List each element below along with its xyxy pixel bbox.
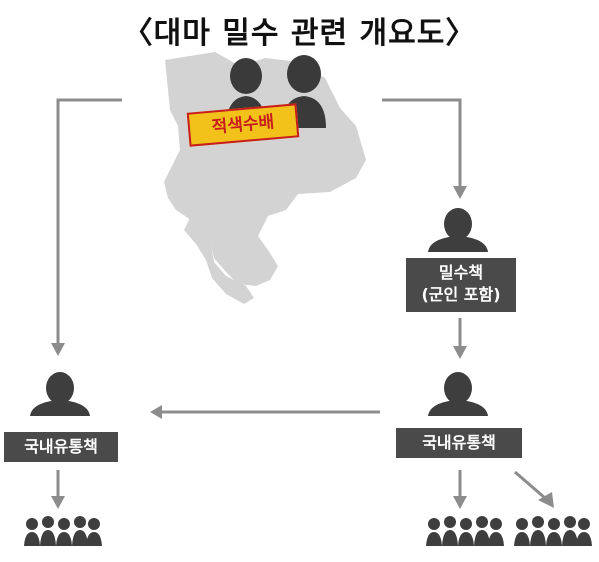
person-icon <box>30 372 90 416</box>
arrow-icon <box>382 98 462 188</box>
diagram-title: 〈대마 밀수 관련 개요도〉 <box>122 16 477 51</box>
map-icon <box>164 52 366 304</box>
arrow-icon <box>56 98 122 345</box>
group-icon <box>24 516 102 546</box>
smuggler-label-line2: (군인 포함) <box>421 285 501 304</box>
arrow-icon <box>453 496 467 509</box>
arrow-icon <box>453 346 467 359</box>
arrow-icon <box>51 496 65 509</box>
arrow-icon <box>453 186 467 199</box>
group-icon <box>426 516 504 546</box>
right-distributor-label: 국내유통책 <box>396 428 522 458</box>
smuggler-label: 밀수책 (군인 포함) <box>406 258 516 312</box>
smuggler-label-line1: 밀수책 <box>438 263 484 282</box>
arrow-icon <box>538 492 554 508</box>
person-icon <box>428 372 488 416</box>
arrow-icon <box>514 470 546 500</box>
arrow-icon <box>51 343 65 356</box>
arrow-icon <box>150 405 162 419</box>
left-distributor-label: 국내유통책 <box>4 432 118 462</box>
person-icon <box>428 208 488 252</box>
group-icon <box>514 516 592 546</box>
